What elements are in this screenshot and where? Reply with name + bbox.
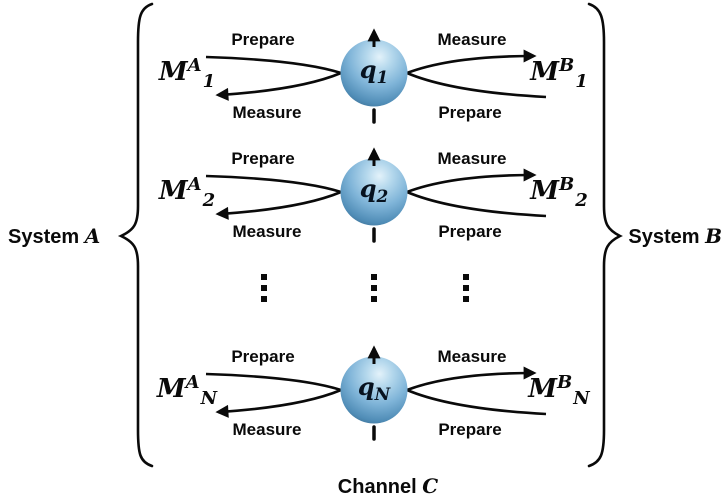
left-brace [117, 2, 154, 468]
m-superscript: B [557, 372, 573, 393]
m-superscript: A [187, 55, 202, 76]
system-a-letter: A [84, 224, 101, 248]
row2-right-prepare-label: Prepare [438, 222, 502, 241]
q-subscript: 2 [376, 187, 389, 207]
row1-measurement-b-label: MB1 [524, 55, 594, 92]
row1-labels: Prepare Measure Measure Prepare MA1 MB1 … [0, 11, 726, 135]
vertical-ellipsis-icon [371, 274, 377, 307]
row1-right-prepare-label: Prepare [438, 103, 502, 122]
rowN-left-measure-label: Measure [232, 420, 302, 439]
rowN-labels: Prepare Measure Measure Prepare MAN MBN … [0, 328, 726, 452]
m-base: M [158, 176, 188, 206]
row2-measurement-a-label: MA2 [152, 174, 222, 211]
row1-qubit-sphere [340, 39, 408, 107]
system-b-letter: B [705, 224, 722, 248]
row2-qubit-sphere [340, 158, 408, 226]
ellipsis-dot [463, 274, 469, 280]
ellipsis-dot [371, 296, 377, 302]
m-subscript: 2 [575, 190, 588, 211]
m-subscript: N [200, 388, 218, 409]
m-subscript: 2 [202, 190, 216, 211]
row2-right-measure-label: Measure [437, 149, 507, 168]
row1-measurement-a-label: MA1 [152, 55, 222, 92]
row2-left-measure-label: Measure [232, 222, 302, 241]
m-base: M [528, 374, 558, 404]
ellipsis-dot [463, 285, 469, 291]
m-superscript: B [559, 174, 575, 195]
m-base: M [156, 374, 186, 404]
q-subscript: 1 [376, 68, 389, 88]
system-b-label: System B [616, 223, 722, 249]
m-base: M [530, 176, 560, 206]
ellipsis-dot [261, 296, 267, 302]
ellipsis-dot [463, 296, 469, 302]
rowN-qubit-label: qN [340, 372, 408, 405]
q-subscript: N [374, 385, 391, 405]
qubit-row-2 [205, 147, 547, 243]
m-subscript: N [573, 388, 590, 409]
system-a-label: System A [8, 223, 124, 249]
m-base: M [158, 57, 188, 87]
rowN-measurement-b-label: MBN [524, 372, 594, 409]
rowN-right-prepare-label: Prepare [438, 420, 502, 439]
right-brace [587, 2, 623, 468]
q-base: q [357, 372, 375, 401]
ellipsis-dot [371, 285, 377, 291]
qubit-row-n [205, 345, 547, 441]
row1-qubit-label: q1 [340, 55, 408, 88]
row2-measurement-b-label: MB2 [524, 174, 594, 211]
m-subscript: 1 [575, 71, 588, 92]
row2-qubit-label: q2 [340, 174, 408, 207]
row2-labels: Prepare Measure Measure Prepare MA2 MB2 … [0, 130, 726, 254]
ellipsis-dot [261, 274, 267, 280]
rowN-left-prepare-label: Prepare [231, 347, 295, 366]
m-superscript: A [185, 372, 200, 393]
m-superscript: B [559, 55, 575, 76]
ellipsis-dot [371, 274, 377, 280]
row2-left-prepare-label: Prepare [231, 149, 295, 168]
m-subscript: 1 [202, 71, 216, 92]
channel-word: Channel [337, 476, 417, 498]
q-base: q [359, 174, 377, 203]
vertical-ellipsis-icon [463, 274, 469, 307]
channel-letter: C [422, 474, 439, 498]
m-base: M [530, 57, 560, 87]
channel-label: Channel C [288, 474, 488, 498]
rowN-qubit-sphere [340, 356, 408, 424]
row1-left-prepare-label: Prepare [231, 30, 295, 49]
ellipsis-dot [261, 285, 267, 291]
m-superscript: A [187, 174, 202, 195]
q-base: q [359, 55, 377, 84]
qubit-row-1 [205, 28, 547, 124]
system-b-word: System [628, 226, 700, 248]
row1-left-measure-label: Measure [232, 103, 302, 122]
rowN-right-measure-label: Measure [437, 347, 507, 366]
row1-right-measure-label: Measure [437, 30, 507, 49]
vertical-ellipsis-icon [261, 274, 267, 307]
rowN-measurement-a-label: MAN [152, 372, 222, 409]
system-a-word: System [8, 226, 80, 248]
